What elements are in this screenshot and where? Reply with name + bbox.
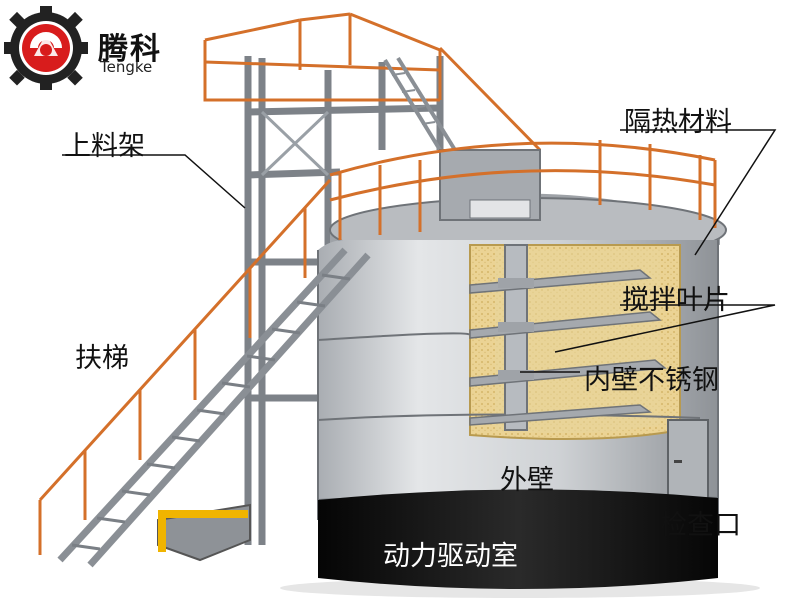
- label-drive-room: 动力驱动室: [383, 541, 518, 572]
- label-outer-wall: 外壁: [500, 465, 554, 496]
- label-insulation: 隔热材料: [624, 107, 732, 138]
- label-inspection-port: 检查口: [660, 510, 741, 541]
- drive-room-base: [318, 489, 718, 589]
- top-stairs: [383, 56, 457, 152]
- inspection-door: [667, 419, 709, 501]
- top-platform-railing: [203, 12, 442, 102]
- logo-name-en: Tengke: [100, 58, 153, 76]
- logo-name-cn: 腾科: [98, 32, 162, 67]
- callout-lines: [62, 129, 777, 373]
- tank-top-railing: [329, 140, 717, 240]
- mixing-shaft: [469, 244, 667, 431]
- logo-gear-icon: [4, 6, 88, 90]
- label-mixing-blade: 搅拌叶片: [622, 285, 730, 316]
- label-ladder: 扶梯: [75, 343, 129, 374]
- ladder: [38, 178, 371, 568]
- label-inner-wall: 内壁不锈钢: [584, 365, 719, 396]
- feed-hopper: [157, 503, 251, 562]
- label-loading-rack: 上料架: [64, 131, 145, 162]
